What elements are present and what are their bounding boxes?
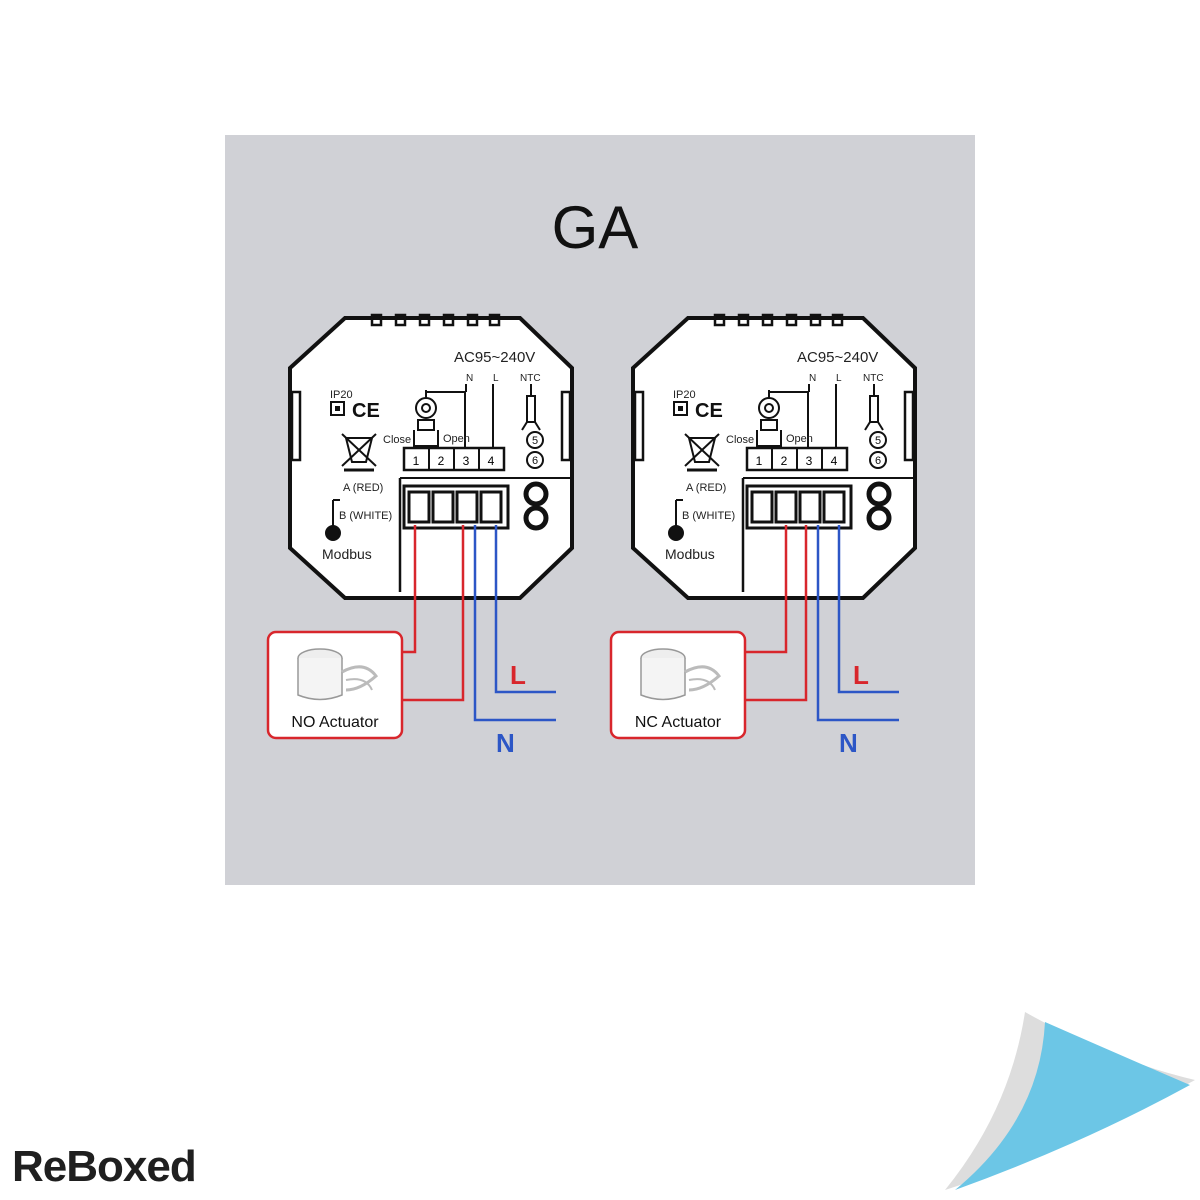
terminal-5-label: 5 [875, 435, 881, 447]
l-label: L [493, 373, 499, 384]
live-line-label: L [853, 660, 869, 690]
terminal-2-label: 2 [438, 454, 445, 468]
neutral-line-label: N [839, 728, 858, 758]
actuator-icon [640, 648, 722, 701]
terminal-3-label: 3 [806, 454, 813, 468]
ce-mark-icon: CE [352, 400, 380, 422]
thermostat-unit-right: AC95~240V N L NTC IP20 CE Close Open [609, 313, 917, 758]
modbus-port-icon [668, 499, 684, 541]
actuator-box: NO Actuator [266, 630, 404, 740]
blue-wire-n [473, 525, 556, 722]
n-label: N [809, 373, 816, 384]
reboxed-logo: ReBoxed [12, 1142, 197, 1191]
terminal-block-1-4: 1 2 3 4 [402, 446, 506, 472]
open-label: Open [786, 433, 813, 445]
neutral-line-label: N [496, 728, 515, 758]
terminal-1-label: 1 [756, 454, 763, 468]
close-label: Close [383, 434, 411, 446]
actuator-label: NO Actuator [291, 714, 379, 731]
terminal-1-label: 1 [413, 454, 420, 468]
ip-rating-label: IP20 [673, 389, 696, 401]
modbus-port-icon [325, 499, 341, 541]
blue-wire-n [816, 525, 899, 722]
page-curl-icon [945, 1010, 1198, 1192]
weee-bin-icon [684, 433, 720, 472]
ip-rating-label: IP20 [330, 389, 353, 401]
modbus-a-label: A (RED) [686, 482, 726, 494]
red-wire-2 [745, 525, 808, 702]
weee-bin-icon [341, 433, 377, 472]
blue-wire-l [837, 525, 899, 694]
terminal-4-label: 4 [831, 454, 838, 468]
top-clips [713, 313, 844, 327]
live-line-label: L [510, 660, 526, 690]
ip20-icon [330, 401, 345, 416]
actuator-box: NC Actuator [609, 630, 747, 740]
side-clip-left [633, 390, 645, 462]
thermostat-unit-left: AC95~240V N L NTC IP20 CE Close Open [266, 313, 574, 758]
side-clip-right [560, 390, 572, 462]
voltage-label: AC95~240V [454, 349, 535, 366]
top-clips [370, 313, 501, 327]
power-terminal-block [745, 481, 892, 531]
terminal-2-label: 2 [781, 454, 788, 468]
blue-wire-l [494, 525, 556, 694]
modbus-b-label: B (WHITE) [682, 510, 735, 522]
ntc-sensor-icon: 5 6 [521, 384, 544, 469]
open-label: Open [443, 433, 470, 445]
ce-mark-icon: CE [695, 400, 723, 422]
side-clip-right [903, 390, 915, 462]
red-wire-2 [402, 525, 465, 702]
ntc-label: NTC [863, 373, 884, 384]
wires [402, 525, 556, 722]
red-wire-1 [402, 525, 417, 654]
close-label: Close [726, 434, 754, 446]
ip20-icon [673, 401, 688, 416]
side-clip-left [290, 390, 302, 462]
terminal-6-label: 6 [532, 455, 538, 467]
terminal-4-label: 4 [488, 454, 495, 468]
modbus-b-label: B (WHITE) [339, 510, 392, 522]
red-wire-1 [745, 525, 788, 654]
terminal-block-1-4: 1 2 3 4 [745, 446, 849, 472]
terminal-6-label: 6 [875, 455, 881, 467]
ntc-sensor-icon: 5 6 [864, 384, 887, 469]
n-label: N [466, 373, 473, 384]
diagram-title: GA [552, 194, 639, 261]
voltage-label: AC95~240V [797, 349, 878, 366]
ntc-label: NTC [520, 373, 541, 384]
modbus-label: Modbus [665, 546, 715, 562]
modbus-a-label: A (RED) [343, 482, 383, 494]
wires [745, 525, 899, 722]
actuator-icon [297, 648, 379, 701]
terminal-3-label: 3 [463, 454, 470, 468]
modbus-label: Modbus [322, 546, 372, 562]
terminal-5-label: 5 [532, 435, 538, 447]
power-terminal-block [402, 481, 549, 531]
actuator-label: NC Actuator [635, 714, 722, 731]
l-label: L [836, 373, 842, 384]
